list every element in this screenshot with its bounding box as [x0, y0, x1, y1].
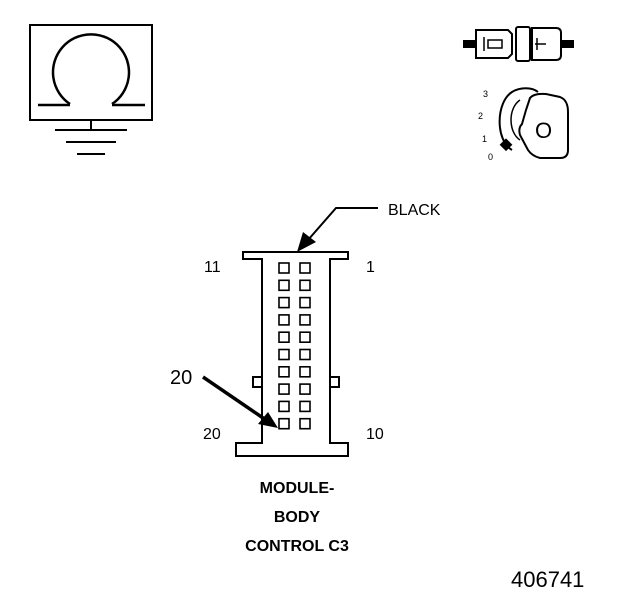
pin-cavity	[299, 331, 311, 344]
pin-cavity	[278, 314, 290, 326]
ignition-position-1: 1	[482, 134, 487, 144]
pin-grid	[278, 262, 311, 430]
pin-cavity	[299, 417, 311, 430]
pin-cavity	[299, 314, 311, 326]
pin-label-20: 20	[203, 426, 221, 443]
pin-cavity	[299, 279, 311, 292]
pin-cavity	[278, 417, 290, 430]
color-label: BLACK	[388, 202, 441, 219]
pin-cavity	[299, 383, 311, 395]
pin-cavity	[299, 262, 311, 274]
pin-label-10: 10	[366, 426, 384, 443]
ignition-position-0: 0	[488, 152, 493, 162]
ignition-position-2: 2	[478, 111, 483, 121]
pin-cavity	[299, 365, 311, 378]
connector-plug-icon	[463, 26, 574, 62]
pin-cavity	[299, 348, 311, 361]
pin-callout-label: 20	[170, 367, 192, 389]
pin-cavity	[278, 279, 290, 292]
ignition-key-icon: O 3 2 1 0	[478, 87, 569, 162]
pin-cavity	[278, 331, 290, 344]
pin-cavity	[278, 296, 290, 309]
pin-label-1: 1	[366, 259, 375, 276]
pin-cavity	[278, 383, 290, 395]
ignition-key-letter: O	[535, 118, 552, 143]
connector-body	[235, 251, 349, 457]
pin-cavity	[299, 400, 311, 413]
pin-label-11: 11	[204, 259, 221, 276]
pin-cavity	[278, 400, 290, 413]
color-callout: BLACK	[297, 202, 441, 252]
pin-20-callout: 20	[170, 367, 278, 428]
caption-line-3: CONTROL C3	[245, 538, 349, 555]
pin-cavity	[278, 348, 290, 361]
ground-omega-icon	[29, 24, 153, 155]
pin-cavity	[299, 296, 311, 309]
caption-line-1: MODULE-	[260, 480, 335, 497]
pin-cavity	[278, 262, 290, 274]
caption-line-2: BODY	[274, 509, 321, 526]
ignition-position-3: 3	[483, 89, 488, 99]
pin-cavity	[278, 365, 290, 378]
figure-number: 406741	[511, 567, 584, 592]
